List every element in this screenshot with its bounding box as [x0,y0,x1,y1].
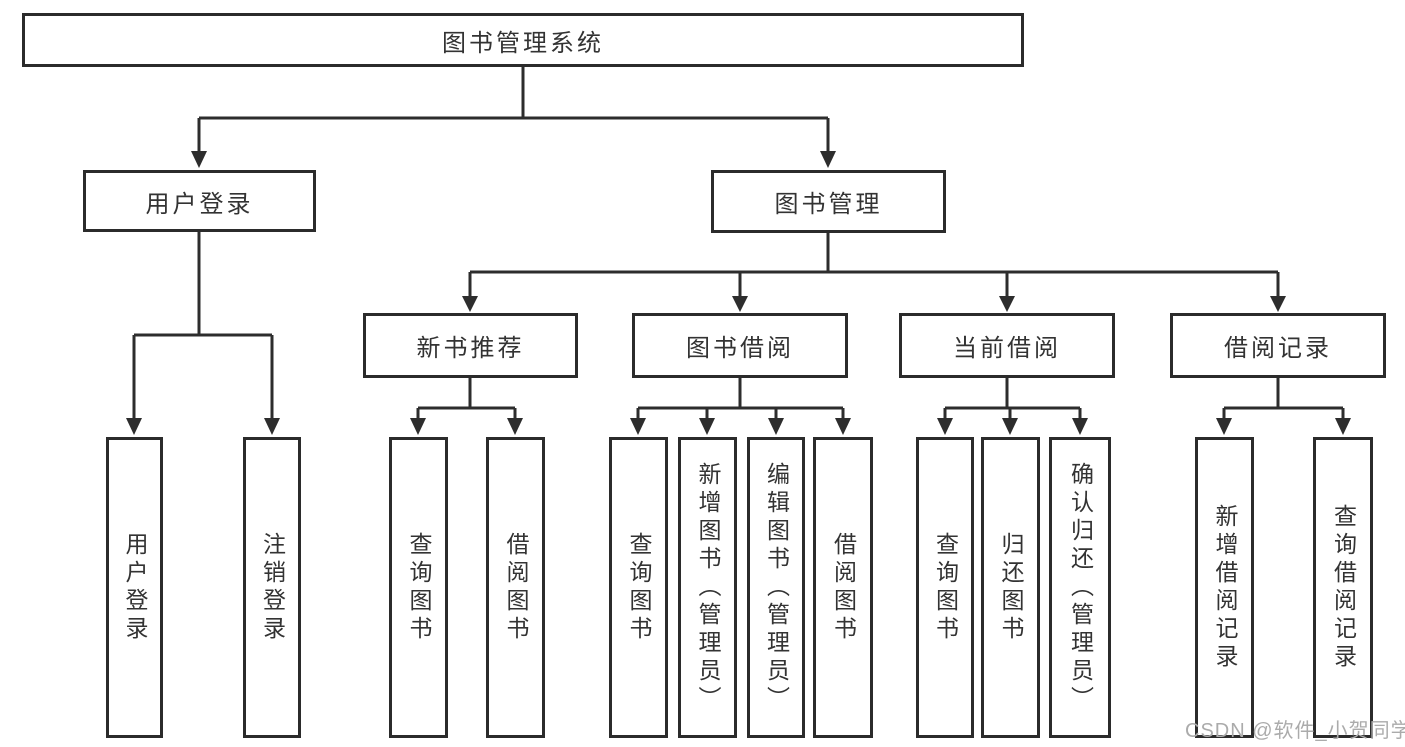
node-leaf-nb-borrow-book: 借阅图书 [486,437,545,738]
node-new-book-rec: 新书推荐 [363,313,578,378]
connector-book-mgmt-to-level3 [462,233,1286,312]
node-leaf-bb-borrow-book: 借阅图书 [813,437,873,738]
leaf-label: 借阅图书 [503,531,529,644]
node-borrow-record: 借阅记录 [1170,313,1386,378]
connector-user-login-to-leaves [126,232,280,435]
leaf-label: 用户登录 [122,531,148,644]
connector-new-book-to-leaves [410,378,523,435]
leaf-label: 新增借阅记录 [1212,503,1238,672]
leaf-label: 查询借阅记录 [1330,503,1357,672]
node-leaf-br-add-record: 新增借阅记录 [1195,437,1254,738]
node-book-mgmt: 图书管理 [711,170,946,233]
node-leaf-cb-confirm-return: 确认归还（管理员） [1049,437,1111,738]
node-leaf-nb-query-book: 查询图书 [389,437,448,738]
leaf-label: 编辑图书（管理员） [763,461,790,714]
leaf-label: 归还图书 [998,531,1024,644]
leaf-label: 确认归还（管理员） [1067,461,1094,714]
node-leaf-bb-query-book: 查询图书 [609,437,668,738]
connector-book-borrow-to-leaves [630,378,851,435]
leaf-label: 新增图书（管理员） [695,461,721,714]
node-leaf-bb-edit-book: 编辑图书（管理员） [747,437,805,738]
node-leaf-br-query-record: 查询借阅记录 [1313,437,1373,738]
connector-borrow-record-to-leaves [1216,378,1351,435]
node-leaf-cb-query-book: 查询图书 [916,437,974,738]
connector-current-borrow-to-leaves [937,378,1088,435]
node-leaf-cb-return-book: 归还图书 [981,437,1040,738]
leaf-label: 借阅图书 [830,531,857,644]
connector-root-to-level2 [191,67,836,168]
leaf-label: 查询图书 [406,531,432,644]
node-current-borrow: 当前借阅 [899,313,1115,378]
node-root: 图书管理系统 [22,13,1024,67]
node-user-login: 用户登录 [83,170,316,232]
leaf-label: 注销登录 [259,531,286,644]
csdn-watermark: CSDN @软件_小贺同学 [1185,720,1405,742]
leaf-label: 查询图书 [626,531,652,644]
node-leaf-bb-add-book: 新增图书（管理员） [678,437,737,738]
leaf-label: 查询图书 [932,531,959,644]
node-leaf-logout: 注销登录 [243,437,301,738]
node-leaf-user-login: 用户登录 [106,437,163,738]
node-book-borrow: 图书借阅 [632,313,848,378]
